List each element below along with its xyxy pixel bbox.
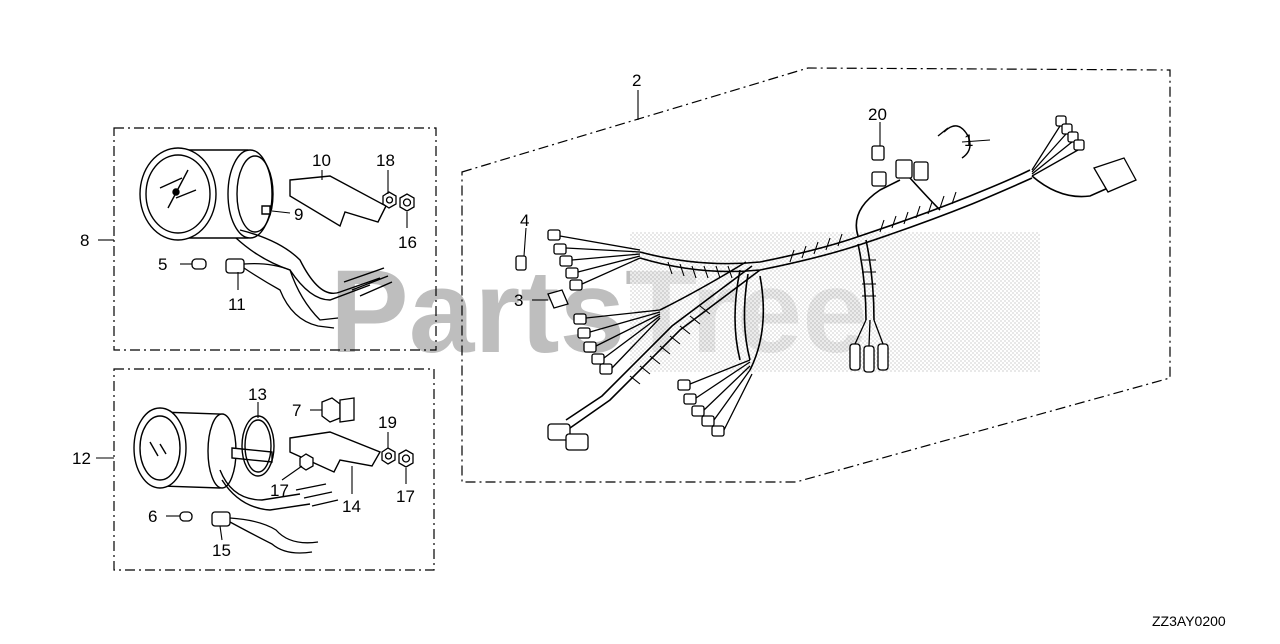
small-bulb-and-socket-part <box>179 511 319 554</box>
cap-part <box>547 289 569 309</box>
callout-5: 5 <box>158 255 167 274</box>
group-box-small-meter-assy <box>113 368 435 571</box>
fuse-part <box>871 145 885 161</box>
callout-2: 2 <box>632 71 641 90</box>
clamp-part <box>321 397 355 423</box>
meter-ring-part <box>241 415 275 477</box>
group-box-wire-harness <box>461 67 1171 483</box>
bulb-and-socket-part <box>191 258 339 329</box>
nut-part <box>382 191 415 212</box>
group-box-meter-assy <box>113 127 437 351</box>
harness-clip-part <box>937 125 971 159</box>
callout-10: 10 <box>312 151 331 170</box>
callout-11: 11 <box>228 295 246 314</box>
callout-labels: 1 2 3 4 5 6 7 8 9 10 11 12 13 14 15 16 1… <box>72 71 973 560</box>
callout-12: 12 <box>72 449 91 468</box>
callout-17b: 17 <box>396 487 415 506</box>
callout-17a: 17 <box>270 481 289 500</box>
callout-7: 7 <box>292 401 301 420</box>
callout-13: 13 <box>248 385 267 404</box>
watermark: PartsTree <box>330 232 1040 378</box>
callout-20: 20 <box>868 105 887 124</box>
callout-16: 16 <box>398 233 417 252</box>
harness-connector-fans <box>547 115 1137 451</box>
callout-19: 19 <box>378 413 397 432</box>
drawing-code: ZZ3AY0200 <box>1152 613 1226 629</box>
callout-4: 4 <box>520 211 529 230</box>
wire-harness-part <box>565 169 1109 429</box>
callout-3: 3 <box>514 291 523 310</box>
callout-18: 18 <box>376 151 395 170</box>
large-meter-part <box>139 147 393 301</box>
callout-9: 9 <box>294 205 303 224</box>
callout-14: 14 <box>342 497 361 516</box>
callout-8: 8 <box>80 231 89 250</box>
pin-part <box>515 255 527 271</box>
callout-15: 15 <box>212 541 231 560</box>
callout-1: 1 <box>964 131 973 150</box>
small-nut-part <box>299 447 414 471</box>
harness-wrap-marks <box>629 191 957 385</box>
small-meter-part <box>133 407 339 511</box>
meter-bracket-part <box>289 175 387 228</box>
leader-lines <box>96 90 991 541</box>
callout-6: 6 <box>148 507 157 526</box>
